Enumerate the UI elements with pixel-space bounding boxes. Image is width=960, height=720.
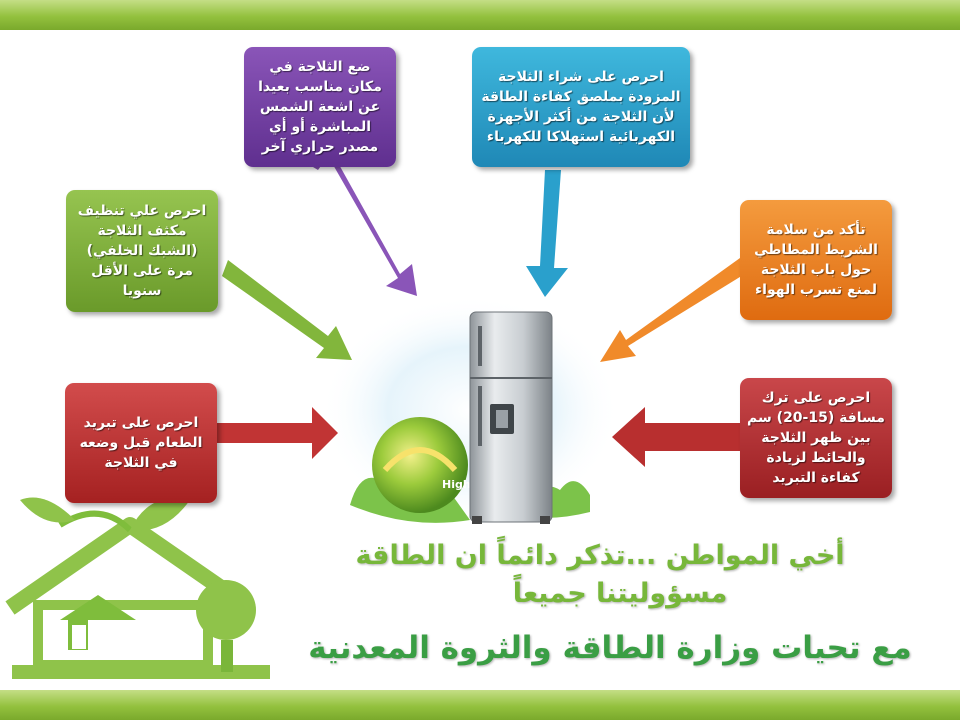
arrow-blue — [526, 170, 568, 297]
tip-box-door-seal: تأكد من سلامة الشريط المطاطي حول باب الث… — [740, 200, 892, 320]
energy-ball — [372, 417, 468, 513]
arrow-purple — [308, 152, 417, 296]
refrigerator — [469, 311, 553, 524]
reminder-line-2: مسؤوليتنا جميعاً — [512, 578, 728, 609]
arrow-darkred — [612, 407, 740, 467]
eco-house-logo — [5, 497, 270, 679]
tip-box-wall-distance: احرص على ترك مسافة (15-20) سم بين ظهر ال… — [740, 378, 892, 498]
reminder-line-1: أخي المواطن ...تذكر دائماً ان الطاقة — [355, 540, 845, 571]
bottom-decorative-bar — [0, 690, 960, 720]
top-decorative-bar — [0, 0, 960, 30]
label-high: High — [442, 478, 471, 491]
tip-box-placement: ضع الثلاجة في مكان مناسب بعيدا عن اشعة ا… — [244, 47, 396, 167]
tip-box-energy-label: احرص على شراء الثلاجة المزودة بملصق كفاء… — [472, 47, 690, 167]
ministry-signature: مع تحيات وزارة الطاقة والثروة المعدنية — [308, 630, 912, 666]
arrow-green — [222, 260, 352, 360]
tip-box-cool-food: احرص على تبريد الطعام قبل وضعه في الثلاج… — [65, 383, 217, 503]
arrow-red — [217, 407, 338, 459]
tip-box-clean-condenser: احرص علي تنظيف مكثف الثلاجة (الشبك الخلف… — [66, 190, 218, 312]
arrow-orange — [600, 258, 748, 362]
